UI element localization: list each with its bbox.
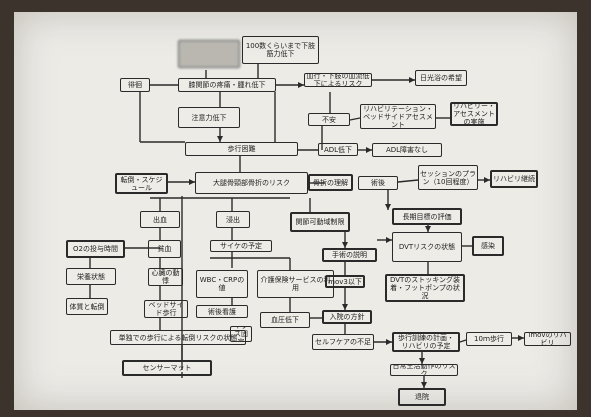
- node-schedule: サイケの予定: [210, 240, 272, 252]
- node-exudate: 浸出: [216, 211, 250, 228]
- node-10m-walk: 10ｍ歩行: [466, 332, 512, 346]
- node-attention-decline: 注意力低下: [178, 107, 240, 128]
- node-walk-plan: 歩行訓練の計画・リハビリの予定: [392, 332, 460, 352]
- node-bleeding: 出血: [140, 211, 180, 228]
- node-fall-schedule: 転倒・スケジュール: [115, 173, 168, 194]
- node-dvt-stocking: DVTのストッキング装着・フットポンプの状況: [385, 274, 465, 302]
- node-longterm-eval: 長期目標の評価: [392, 208, 462, 225]
- node-top-condition: 100数くらいまで下肢筋力低下: [242, 36, 319, 64]
- node-infection: 感染: [472, 236, 504, 256]
- node-sensor-mat: センサーマット: [122, 360, 212, 376]
- node-bedside-walk: ベッドサイド歩行: [144, 300, 188, 318]
- node-surgery-explanation: 手術の説明: [322, 248, 377, 262]
- node-sunbathing: 日光浴の希望: [415, 70, 467, 86]
- node-adl-ok: ADL障害なし: [372, 143, 442, 157]
- node-o2-time: O2の投与時間: [66, 240, 125, 258]
- node-adl-decline: ADL低下: [318, 143, 358, 156]
- node-session-plan: セッションのプラン（10回程度）: [418, 165, 478, 190]
- node-nutrition: 栄養状態: [66, 268, 116, 285]
- node-anxiety: 不安: [308, 113, 350, 126]
- node-rehab-assessment: リハビリー・アセスメントの実施: [450, 102, 498, 126]
- node-palpitation: 心臓の動悸: [148, 268, 183, 286]
- node-knee-pain: 膝関節の疼痛・腫れ低下: [178, 78, 276, 92]
- node-constitution: 体質と転倒: [66, 298, 108, 315]
- paper-sheet: [14, 12, 577, 410]
- node-walking-difficulty: 歩行困難: [185, 142, 298, 156]
- node-bp-drop: 血圧低下: [260, 312, 310, 328]
- node-femoral-fracture-risk: 大腿骨頸部骨折のリスク: [195, 172, 308, 194]
- node-bedside-assessment: リハビリテーション・ベッドサイドアセスメント: [360, 104, 436, 129]
- node-selfcare: セルフケアの不足: [312, 334, 374, 350]
- node-discharge: 退院: [398, 388, 446, 406]
- node-fracture-understanding: 骨折の理解: [308, 174, 353, 191]
- node-postop: 術後: [358, 176, 398, 190]
- node-fall-risk-state: 単独での歩行による転倒リスクの状態: [110, 330, 246, 345]
- node-wbc-crp: WBC・CRPの値: [196, 270, 248, 298]
- node-mov3: mov3以下: [325, 275, 365, 288]
- node-wandering: 徘徊: [120, 78, 150, 92]
- node-admission-policy: 入院の方針: [322, 310, 372, 324]
- node-imov-rehab: imovのリハビリ: [524, 332, 571, 346]
- node-blood-flow-risk: 血行・下肢の血流低下によるリスク: [304, 73, 372, 87]
- node-anemia: 貧血: [148, 240, 181, 258]
- blurred-node: [178, 40, 240, 68]
- node-daily-activity-risk: 日常生活動作のリスク: [390, 364, 458, 376]
- node-postop-nursing: 術後看護: [196, 305, 248, 318]
- node-care-insurance: 介護保険サービスの利用: [257, 270, 334, 298]
- node-rehab-continue: リハビリ継続: [490, 170, 538, 188]
- node-dvt-risk: DVTリスクの状態: [392, 232, 462, 262]
- node-rom-limit: 関節可動域制限: [290, 212, 350, 232]
